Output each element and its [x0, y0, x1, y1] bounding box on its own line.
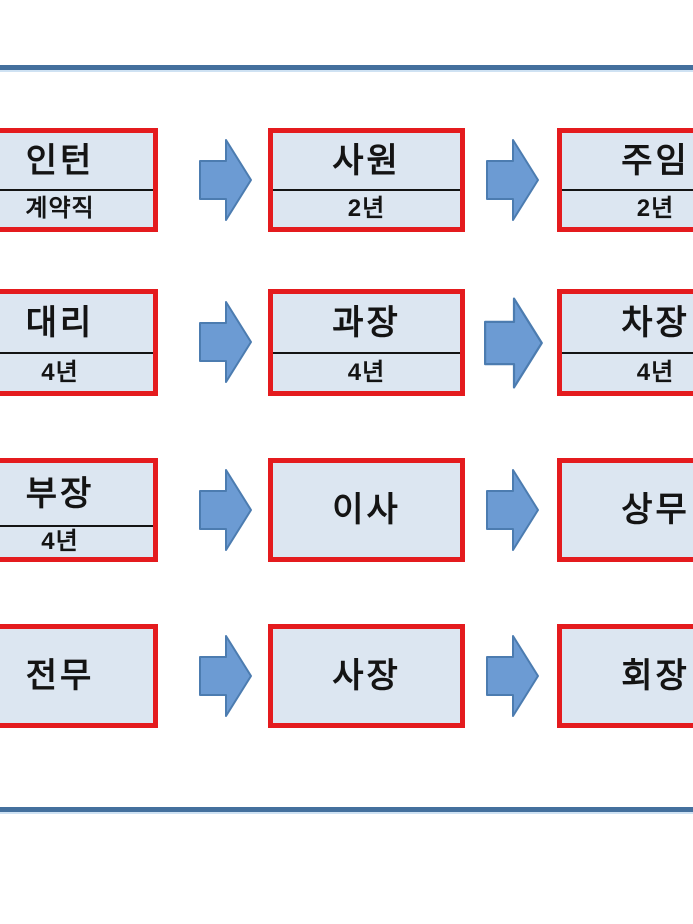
stage-title: 인턴 [25, 142, 95, 181]
stage-box-r2c1: 대리 4년 [0, 289, 158, 396]
arrow-right-icon [486, 467, 540, 553]
stage-subtitle: 2년 [636, 195, 675, 223]
stage-title: 사원 [332, 142, 401, 181]
stage-subtitle: 4년 [347, 358, 386, 386]
arrow-right-icon [199, 299, 253, 385]
stage-title: 전무 [25, 657, 95, 695]
stage-box-r2c3: 차장 4년 [557, 289, 693, 396]
stage-box-r4c3: 회장 [557, 624, 693, 728]
stage-divider [562, 352, 693, 355]
stage-title: 주임 [621, 142, 690, 181]
stage-title: 과장 [332, 304, 401, 343]
arrow-right-icon [484, 293, 544, 393]
stage-title: 차장 [621, 304, 690, 343]
stage-subtitle: 계약직 [25, 195, 95, 223]
top-rule-line [0, 65, 693, 72]
stage-title: 상무 [621, 491, 690, 529]
stage-subtitle: 4년 [41, 528, 79, 556]
stage-box-r2c2: 과장 4년 [268, 289, 465, 396]
arrow-right-icon [486, 137, 540, 223]
stage-title: 대리 [25, 304, 95, 343]
arrow-right-icon [199, 137, 253, 223]
stage-divider [0, 189, 153, 192]
stage-box-r4c1: 전무 [0, 624, 158, 728]
stage-title: 사장 [332, 657, 401, 695]
stage-box-r1c3: 주임 2년 [557, 128, 693, 232]
stage-box-r3c3: 상무 [557, 458, 693, 562]
arrow-right-icon [486, 633, 540, 719]
stage-box-r4c2: 사장 [268, 624, 465, 728]
stage-title: 이사 [332, 491, 401, 529]
stage-divider [273, 189, 460, 192]
bottom-rule-line [0, 807, 693, 814]
stage-subtitle: 4년 [41, 358, 79, 386]
stage-box-r3c1: 부장 4년 [0, 458, 158, 562]
stage-divider [0, 352, 153, 355]
stage-divider [562, 189, 693, 192]
stage-divider [0, 525, 153, 528]
arrow-right-icon [199, 467, 253, 553]
stage-box-r3c2: 이사 [268, 458, 465, 562]
stage-title: 부장 [25, 475, 95, 514]
arrow-right-icon [199, 633, 253, 719]
stage-subtitle: 2년 [347, 195, 386, 223]
stage-box-r1c1: 인턴 계약직 [0, 128, 158, 232]
stage-title: 회장 [621, 657, 690, 695]
stage-subtitle: 4년 [636, 358, 675, 386]
stage-box-r1c2: 사원 2년 [268, 128, 465, 232]
stage-divider [273, 352, 460, 355]
